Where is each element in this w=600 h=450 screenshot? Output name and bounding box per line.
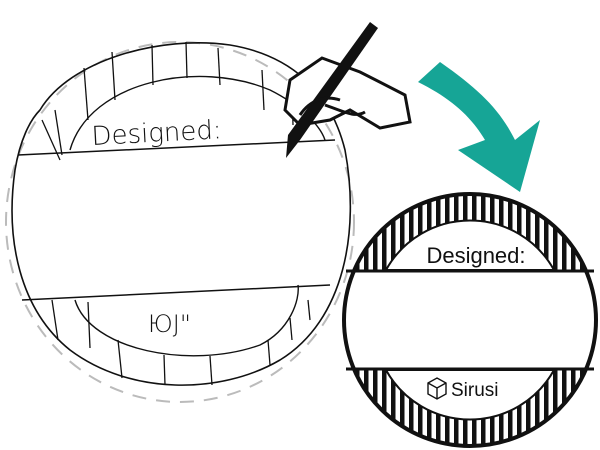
sketch-stripe xyxy=(209,355,213,386)
sketch-inner-arc-bottom xyxy=(74,284,299,357)
stamp-top-inner-area xyxy=(384,219,556,271)
sketch-band-top-line xyxy=(17,139,336,156)
sketch-stripe xyxy=(54,109,63,156)
sketch-stripe xyxy=(87,301,91,349)
sketch-top-label: Designed: xyxy=(91,115,223,152)
sketch-ring-stripes xyxy=(41,41,311,386)
sketch-stripe xyxy=(185,41,188,79)
sketch-stripe xyxy=(267,339,271,366)
sketch-stripe xyxy=(151,44,154,86)
sketch-guide-circle xyxy=(5,41,355,403)
sketch-stripe xyxy=(111,51,116,101)
stamp-outer-circle xyxy=(342,192,598,448)
sketch-stripe xyxy=(41,119,61,161)
sketch-outer-circle xyxy=(11,42,352,386)
sketch-bottom-label: ЮJ" xyxy=(148,310,191,338)
sketch-band-bottom-line xyxy=(21,284,331,301)
hand-with-pen-icon xyxy=(283,22,412,158)
stamp-blank-band xyxy=(344,270,596,370)
sketch-stripe xyxy=(261,69,265,111)
sketch-stripe xyxy=(163,354,166,386)
sketch-stripe xyxy=(307,299,311,321)
transform-arrow-icon xyxy=(418,62,540,192)
final-stamp: Designed: Sirusi xyxy=(342,192,598,448)
hand-sketch-stamp: Designed: ЮJ" xyxy=(5,41,355,403)
sketch-stripe xyxy=(217,47,221,86)
stamp-top-label: Designed: xyxy=(426,243,525,268)
sketch-stripe xyxy=(289,317,293,341)
sketch-stripe xyxy=(51,299,59,341)
sketch-stripe xyxy=(117,339,123,379)
stamp-brand-name: Sirusi xyxy=(451,380,499,401)
cube-icon xyxy=(427,377,447,400)
sketch-stripe xyxy=(83,67,89,121)
